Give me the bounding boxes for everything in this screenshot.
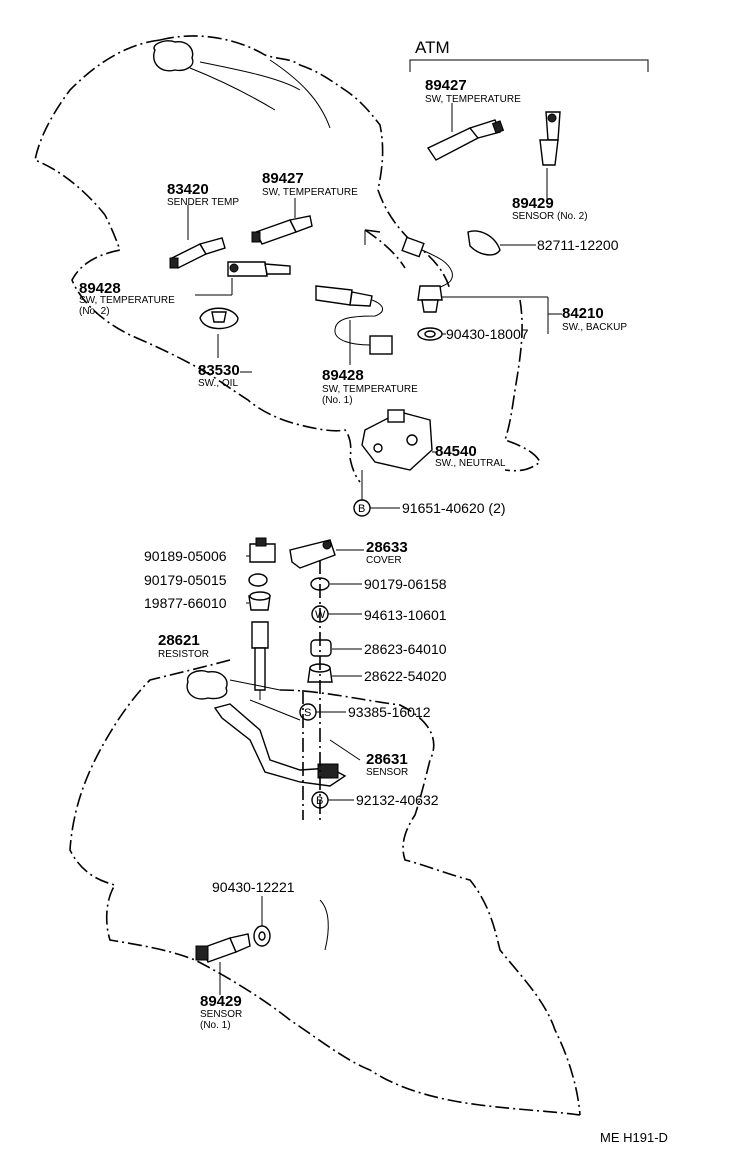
part-82711-drawing xyxy=(467,230,536,256)
label-83420-desc: SENDER TEMP xyxy=(167,197,239,208)
label-89429-n1-desc2: (No. 1) xyxy=(200,1020,231,1031)
part-89427-drawing xyxy=(251,198,313,245)
labels: 89427 SW, TEMPERATURE 89429 SENSOR (No. … xyxy=(79,77,668,1145)
label-91651: 91651-40620 (2) xyxy=(402,500,506,516)
engine-outline-bottom xyxy=(69,659,581,1116)
label-89428-n2-desc: SW, TEMPERATURE xyxy=(79,295,175,306)
badge-93385: S xyxy=(304,707,311,719)
label-89429-n2-desc: SENSOR (No. 2) xyxy=(512,211,588,222)
part-89428-n1-drawing xyxy=(315,285,393,365)
label-28633-desc: COVER xyxy=(366,555,402,566)
part-84210-drawing xyxy=(401,236,562,341)
part-89429-n2-drawing xyxy=(539,111,561,200)
label-28621-desc: RESISTOR xyxy=(158,649,209,660)
part-89429-n1-drawing xyxy=(195,933,251,995)
sensor-stack-drawing: W S B xyxy=(213,537,361,820)
label-89427-atm-num: 89427 xyxy=(425,77,467,94)
label-28621-num: 28621 xyxy=(158,632,200,649)
engine-outline-top xyxy=(34,35,542,483)
label-83530-desc: SW., OIL xyxy=(198,378,238,389)
atm-bracket: ATM xyxy=(409,38,649,72)
label-90179-05015: 90179-05015 xyxy=(144,572,227,588)
label-89428-n1-desc: SW, TEMPERATURE xyxy=(322,384,418,395)
label-28622: 28622-54020 xyxy=(364,668,447,684)
label-28631-desc: SENSOR xyxy=(366,767,408,778)
label-90430-12221: 90430-12221 xyxy=(212,879,295,895)
label-83420-num: 83420 xyxy=(167,181,209,198)
label-84210-num: 84210 xyxy=(562,305,604,322)
label-89428-n2-num: 89428 xyxy=(79,280,121,297)
label-89428-n1-num: 89428 xyxy=(322,367,364,384)
label-84540-num: 84540 xyxy=(435,443,477,460)
label-19877: 19877-66010 xyxy=(144,595,227,611)
label-89428-n2-desc2: (No. 2) xyxy=(79,306,110,317)
part-84540-drawing xyxy=(361,409,436,500)
part-90430-12221-drawing xyxy=(253,896,271,947)
part-89428-n2-drawing xyxy=(195,261,291,296)
label-89427-num: 89427 xyxy=(262,170,304,187)
label-90179-06158: 90179-06158 xyxy=(364,576,447,592)
label-90189: 90189-05006 xyxy=(144,548,227,564)
label-90430-18007: 90430-18007 xyxy=(446,326,529,342)
label-89427-atm-desc: SW, TEMPERATURE xyxy=(425,94,521,105)
leader-lines-middle xyxy=(246,549,364,801)
part-83530-drawing xyxy=(199,307,239,358)
label-94613: 94613-10601 xyxy=(364,607,447,623)
label-28633-num: 28633 xyxy=(366,539,408,556)
label-89428-n1-desc2: (No. 1) xyxy=(322,395,353,406)
label-83530-num: 83530 xyxy=(198,362,240,379)
label-89429-n2-num: 89429 xyxy=(512,195,554,212)
leader-lines-top xyxy=(240,371,252,373)
label-84210-desc: SW., BACKUP xyxy=(562,322,627,333)
label-89429-n1-desc: SENSOR xyxy=(200,1009,242,1020)
label-92132: 92132-40632 xyxy=(356,792,439,808)
label-82711: 82711-12200 xyxy=(537,237,619,253)
badge-91651: B xyxy=(358,503,365,515)
diagram-reference-code: ME H191-D xyxy=(600,1130,668,1145)
label-89427-desc: SW, TEMPERATURE xyxy=(262,187,358,198)
part-89427-atm-drawing xyxy=(426,103,505,161)
atm-label: ATM xyxy=(415,38,450,57)
label-93385: 93385-16012 xyxy=(348,704,431,720)
part-83420-drawing xyxy=(169,205,226,269)
label-28623: 28623-64010 xyxy=(364,641,447,657)
part-91651-drawing: B xyxy=(353,499,400,517)
label-84540-desc: SW., NEUTRAL xyxy=(435,458,506,469)
label-89429-n1-num: 89429 xyxy=(200,993,242,1010)
label-28631-num: 28631 xyxy=(366,751,408,768)
